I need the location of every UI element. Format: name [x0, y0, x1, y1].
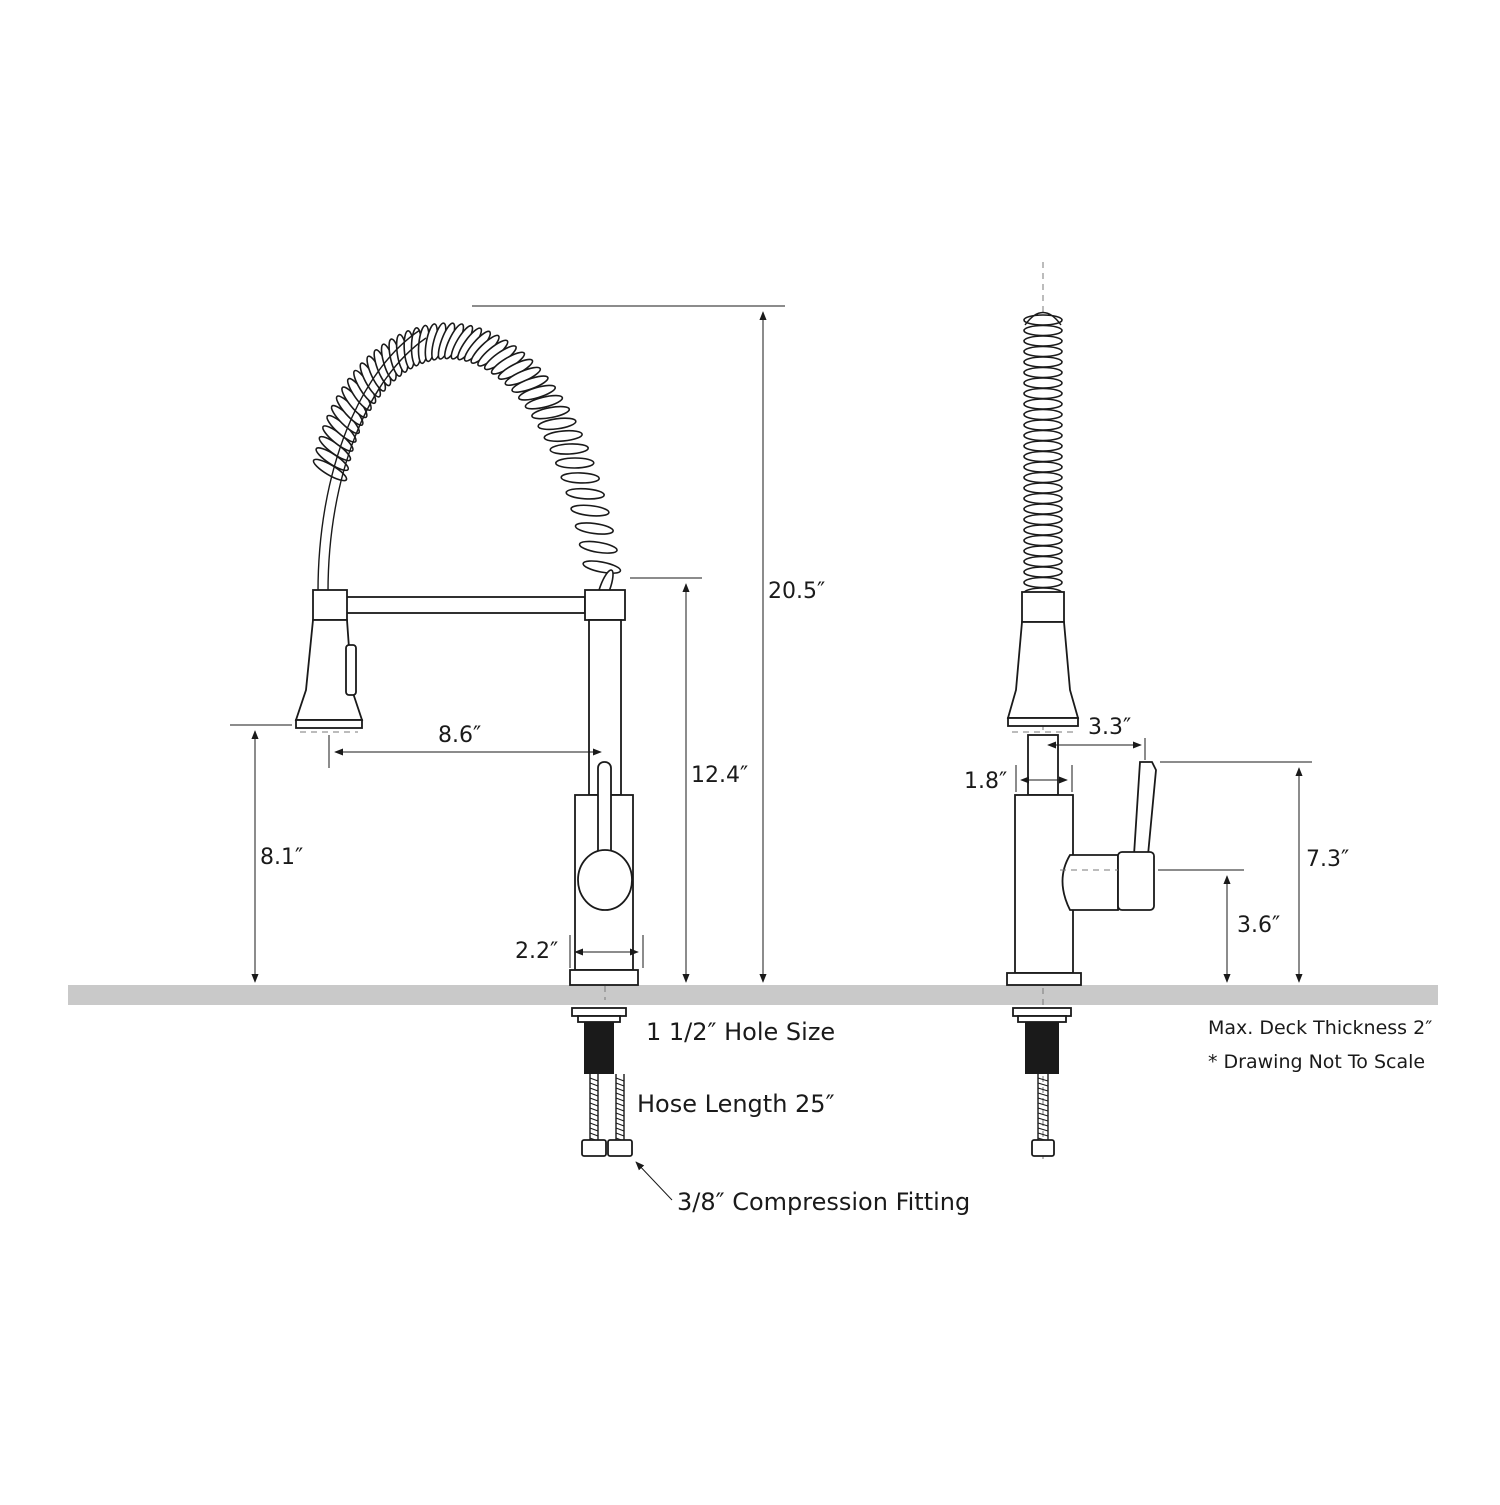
label-handle-hub: 3.6″ — [1237, 913, 1280, 938]
side-coil-loop — [1023, 324, 1063, 337]
sprayer-collar — [312, 589, 348, 621]
front-view-faucet — [294, 322, 639, 1157]
side-coil-loop — [1023, 398, 1063, 410]
side-handle-neck — [1061, 854, 1119, 911]
side-coil-loop — [1023, 492, 1063, 505]
label-compression-fitting: 3/8″ Compression Fitting — [677, 1188, 970, 1216]
side-coil-loop — [1023, 335, 1063, 347]
side-coil-loop — [1023, 524, 1063, 536]
side-coil-loop — [1023, 482, 1063, 494]
spout-arm — [344, 596, 586, 614]
dimension-lines — [230, 305, 1312, 1201]
spring-coil-front — [312, 322, 622, 607]
side-handle-lever — [1133, 761, 1157, 856]
side-coil-loop — [1023, 440, 1063, 452]
coil-loop — [549, 443, 589, 455]
side-coil-loop — [1023, 461, 1063, 473]
label-hose-length: Hose Length 25″ — [637, 1090, 835, 1118]
pulldown-hose — [317, 329, 421, 593]
threaded-shank — [584, 1022, 614, 1074]
side-coil-loop — [1023, 387, 1063, 400]
side-coil-loop — [1023, 555, 1063, 568]
coil-loop — [555, 457, 595, 469]
side-coil-loop — [1023, 450, 1063, 463]
supply-hoses — [581, 1074, 633, 1157]
compression-fitting — [607, 1139, 633, 1157]
side-coil-loop — [1023, 566, 1063, 578]
note-deck-thickness: Max. Deck Thickness 2″ — [1208, 1017, 1432, 1039]
callout-labels: 1 1/2″ Hole Size Hose Length 25″ 3/8″ Co… — [637, 1018, 970, 1216]
coil-loop — [574, 522, 614, 535]
side-coil-loop — [1023, 503, 1063, 515]
side-base — [1006, 972, 1082, 986]
mounting-nut — [571, 1007, 627, 1017]
notes: Max. Deck Thickness 2″ * Drawing Not To … — [1208, 1017, 1432, 1073]
label-total-height: 20.5″ — [768, 579, 825, 604]
countertop-deck — [68, 985, 1438, 1005]
coil-loop — [531, 405, 571, 420]
side-coil-loop — [1023, 471, 1063, 484]
label-spout-reach: 8.6″ — [438, 723, 481, 748]
side-coil-loop — [1023, 534, 1063, 547]
faucet-base — [569, 969, 639, 986]
label-handle-top: 7.3″ — [1306, 847, 1349, 872]
column-collar — [584, 589, 626, 621]
side-coil-loop — [1023, 356, 1063, 368]
coil-loop — [543, 429, 583, 443]
coil-loop — [517, 384, 557, 401]
side-coil-loop — [1023, 377, 1063, 389]
coil-loop — [578, 540, 618, 554]
spring-coil-side — [1023, 311, 1063, 599]
coil-loop — [560, 472, 600, 484]
side-view-faucet — [1006, 262, 1157, 1160]
coil-loop — [537, 417, 577, 431]
side-coil-loop — [1023, 576, 1063, 589]
coil-loop — [524, 394, 564, 410]
side-compression-fitting — [1031, 1139, 1055, 1157]
label-hole-size: 1 1/2″ Hole Size — [646, 1018, 835, 1046]
label-side-neck: 1.8″ — [964, 769, 1007, 794]
note-not-to-scale: * Drawing Not To Scale — [1208, 1051, 1425, 1073]
side-coil-loop — [1023, 408, 1063, 421]
coil-loop — [570, 504, 610, 517]
side-collar — [1021, 591, 1065, 623]
side-coil-loop — [1023, 545, 1063, 557]
faucet-handle — [597, 761, 612, 863]
side-coil-loop — [1023, 366, 1063, 379]
label-base-diameter: 2.2″ — [515, 939, 558, 964]
side-column — [1027, 734, 1059, 796]
coil-loop — [565, 487, 605, 500]
side-coil-loop — [1023, 345, 1063, 358]
side-coil-loop — [1023, 419, 1063, 431]
label-side-reach: 3.3″ — [1088, 715, 1131, 740]
dimension-labels: 20.5″ 12.4″ 8.1″ 8.6″ 2.2″ 3.3″ 1.8″ 7.3… — [260, 579, 1349, 964]
side-supply-hose — [1031, 1074, 1055, 1157]
label-spout-height: 12.4″ — [691, 763, 748, 788]
side-coil-loop — [1023, 429, 1063, 442]
compression-fitting — [581, 1139, 607, 1157]
side-handle-hub — [1117, 851, 1155, 911]
sprayer-button — [345, 644, 357, 696]
handle-hub — [577, 849, 633, 911]
compression-fitting-leader — [635, 1161, 673, 1201]
coil-loop — [582, 560, 622, 575]
side-threaded-shank — [1025, 1022, 1059, 1074]
label-sprayer-height: 8.1″ — [260, 845, 303, 870]
side-coil-loop — [1023, 513, 1063, 526]
side-sprayer-head — [1006, 621, 1080, 719]
